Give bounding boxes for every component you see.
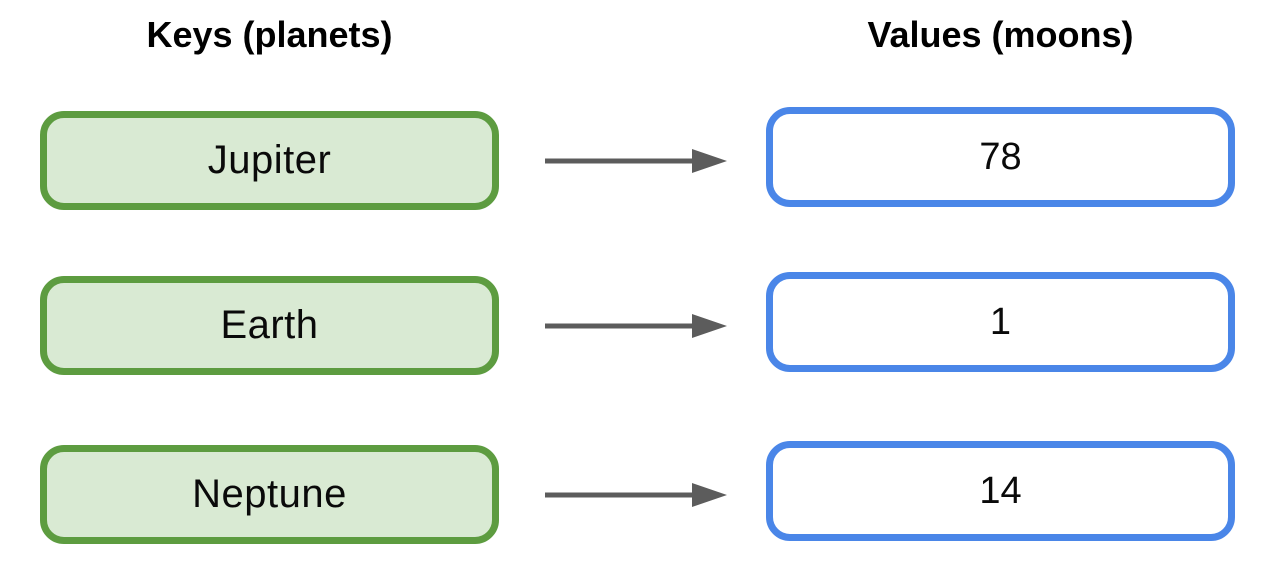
key-label-neptune: Neptune bbox=[192, 472, 347, 516]
key-box-neptune: Neptune bbox=[40, 445, 499, 544]
keys-column-header: Keys (planets) bbox=[146, 14, 393, 55]
value-label-1: 1 bbox=[989, 300, 1012, 343]
arrow-right-icon bbox=[545, 483, 727, 507]
key-box-earth: Earth bbox=[40, 276, 499, 375]
key-label-earth: Earth bbox=[220, 303, 319, 347]
arrow-right-icon bbox=[545, 149, 727, 173]
value-box-1: 1 bbox=[766, 272, 1235, 372]
value-box-14: 14 bbox=[766, 441, 1235, 541]
values-column-header: Values (moons) bbox=[867, 14, 1134, 55]
value-label-14: 14 bbox=[979, 469, 1022, 512]
key-label-jupiter: Jupiter bbox=[207, 138, 332, 182]
arrow-right-icon bbox=[545, 314, 727, 338]
key-box-jupiter: Jupiter bbox=[40, 111, 499, 210]
value-box-78: 78 bbox=[766, 107, 1235, 207]
value-label-78: 78 bbox=[979, 135, 1022, 178]
